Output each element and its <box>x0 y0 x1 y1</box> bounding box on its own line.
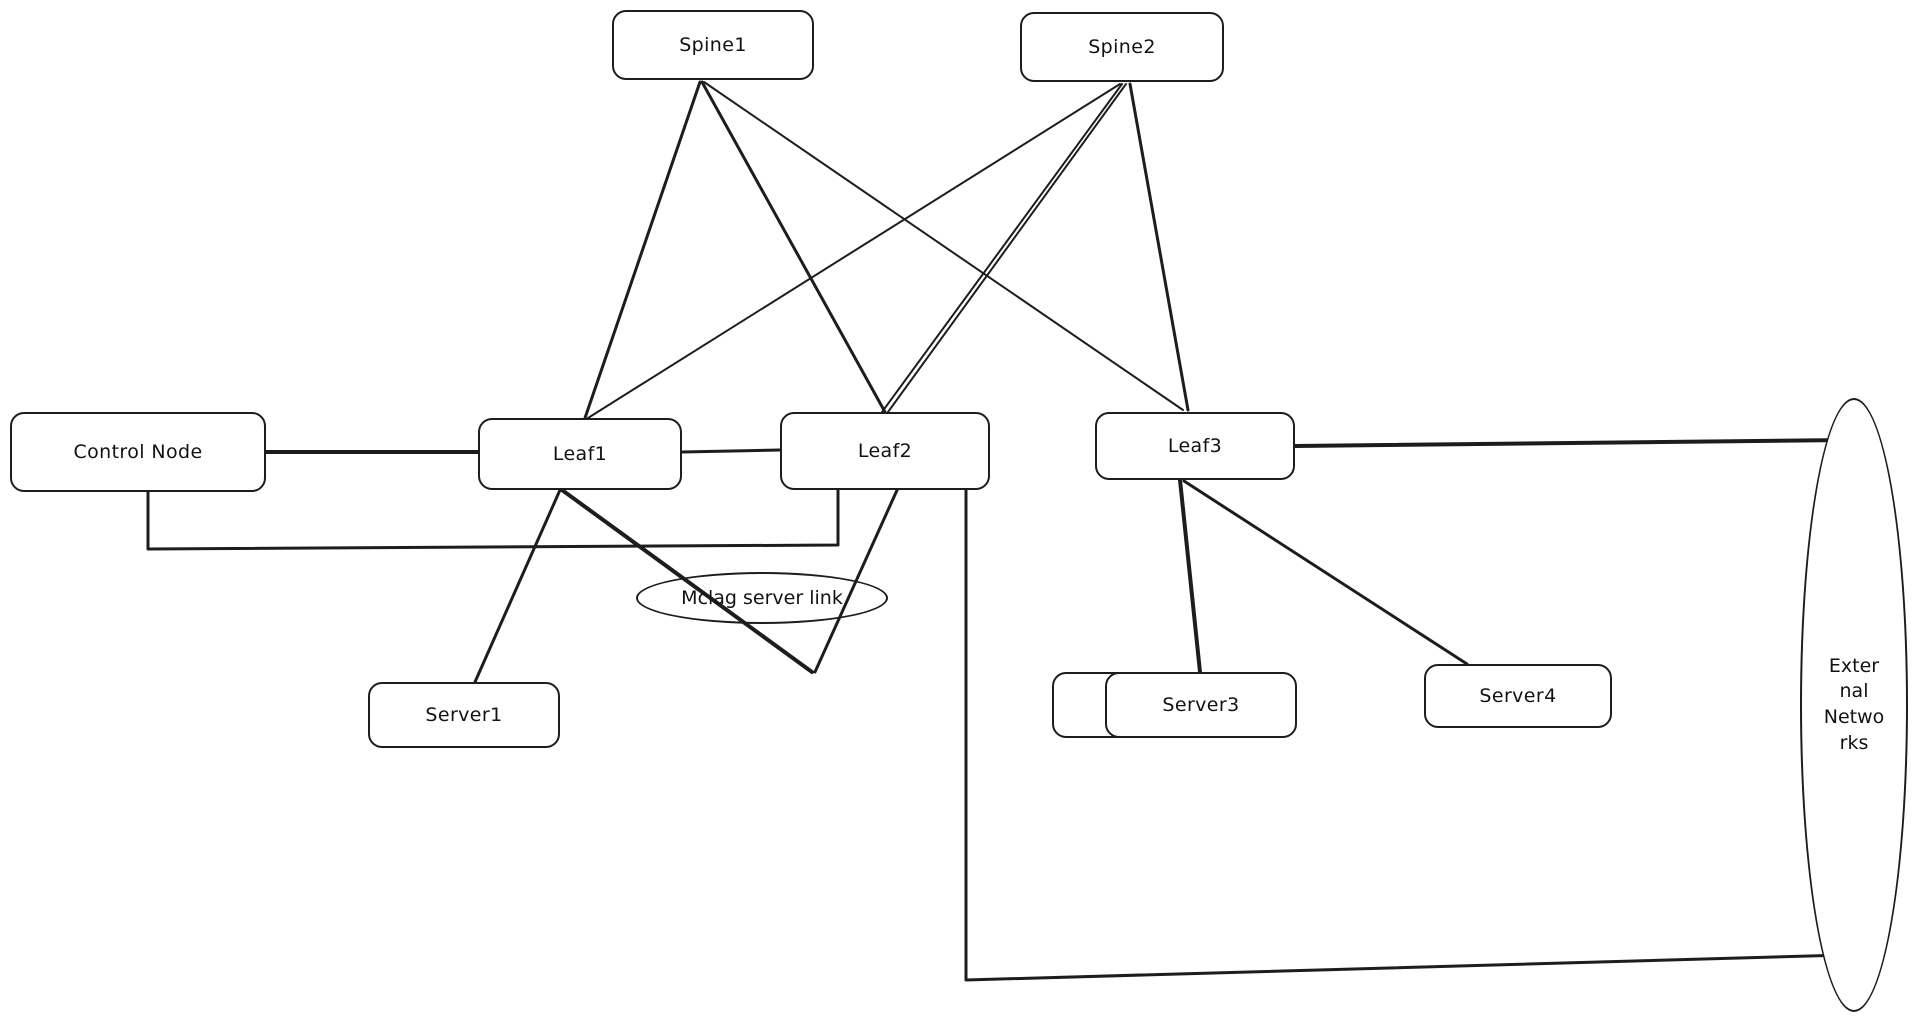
edge-leaf3-external <box>1293 438 1850 448</box>
edge-leaf3-server3 <box>1178 478 1202 674</box>
edge-spine2-leaf2b <box>887 83 1127 413</box>
edge-leaf1-server1 <box>473 488 562 684</box>
node-spine1-label: Spine1 <box>679 34 747 56</box>
node-leaf3-label: Leaf3 <box>1167 435 1223 457</box>
node-server4-label: Server4 <box>1479 685 1557 707</box>
node-control-node-label: Control Node <box>73 441 203 463</box>
edge-spine1-leaf3 <box>703 81 1184 411</box>
node-spine2-label: Spine2 <box>1088 36 1156 58</box>
edge-spine2-leaf2a <box>881 83 1123 413</box>
node-control-node[interactable]: Control Node <box>10 412 266 492</box>
node-leaf1[interactable]: Leaf1 <box>478 418 682 490</box>
node-spine2[interactable]: Spine2 <box>1020 12 1224 82</box>
edge-leaf2-external <box>964 488 1847 982</box>
node-server3[interactable]: Server3 <box>1105 672 1297 738</box>
node-leaf2[interactable]: Leaf2 <box>780 412 990 490</box>
edge-leaf3-server4 <box>1182 479 1469 666</box>
node-server1[interactable]: Server1 <box>368 682 560 748</box>
annotation-mclag-server-link-label: Mclag server link <box>681 587 843 609</box>
edge-spine2-leaf1 <box>587 83 1121 419</box>
edge-spine2-leaf3 <box>1128 82 1190 412</box>
node-server4[interactable]: Server4 <box>1424 664 1612 728</box>
annotation-mclag-server-link[interactable]: Mclag server link <box>636 572 888 624</box>
node-leaf1-label: Leaf1 <box>552 443 608 465</box>
node-leaf3[interactable]: Leaf3 <box>1095 412 1295 480</box>
node-leaf2-label: Leaf2 <box>857 440 913 462</box>
node-server1-label: Server1 <box>425 704 503 726</box>
node-spine1[interactable]: Spine1 <box>612 10 814 80</box>
edge-spine1-leaf2 <box>700 80 887 414</box>
edge-leaf1-leaf2 <box>680 448 782 454</box>
edge-control-leaf2-elbow <box>146 488 840 551</box>
node-server3-label: Server3 <box>1162 694 1240 716</box>
edge-spine1-leaf1 <box>583 80 702 420</box>
